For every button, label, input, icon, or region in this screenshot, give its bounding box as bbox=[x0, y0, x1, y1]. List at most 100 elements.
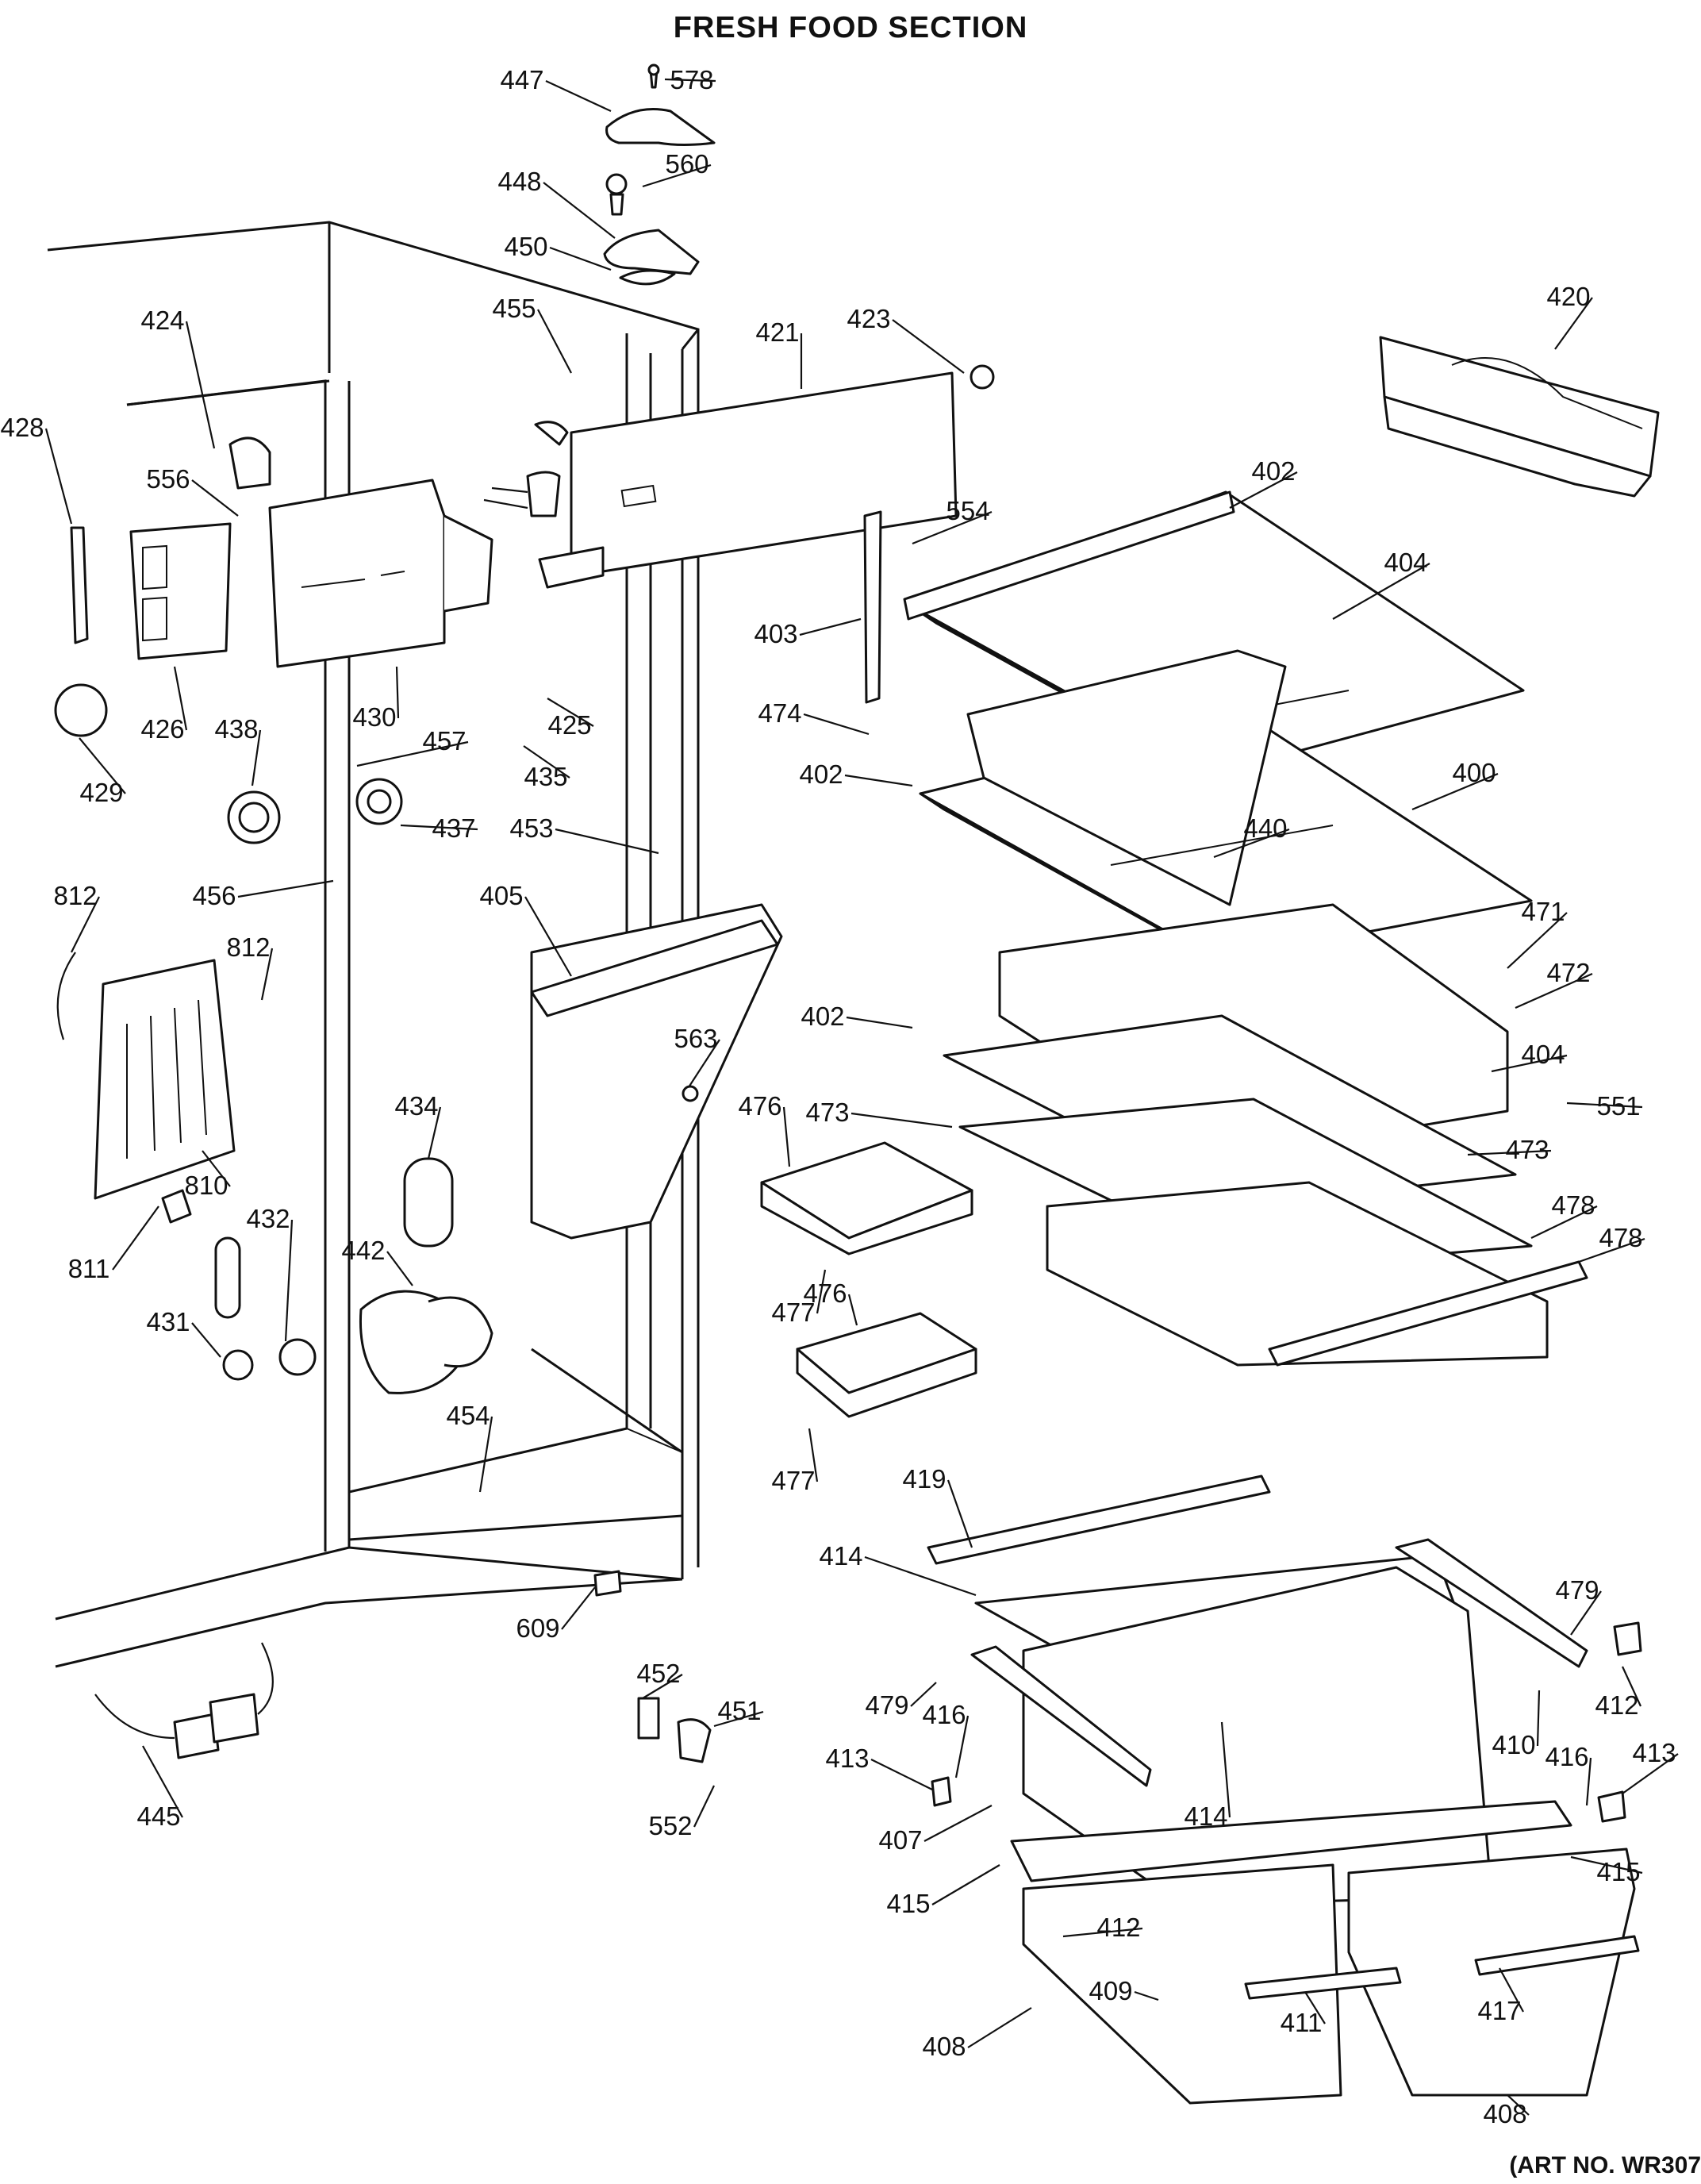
callout-label: 430 bbox=[352, 702, 396, 732]
callout-label: 450 bbox=[504, 232, 547, 261]
leader-line bbox=[71, 896, 100, 953]
leader-line bbox=[946, 1479, 973, 1548]
callout-label: 560 bbox=[665, 149, 708, 179]
callout-label: 413 bbox=[1632, 1738, 1676, 1767]
callout-label: 438 bbox=[214, 714, 258, 744]
callout-label: 473 bbox=[805, 1098, 849, 1127]
callout-457: 457 bbox=[356, 726, 469, 767]
callout-label: 425 bbox=[547, 710, 591, 740]
leader-line bbox=[1507, 2094, 1530, 2116]
callout-442: 442 bbox=[341, 1236, 413, 1286]
callout-421: 421 bbox=[755, 317, 803, 389]
callout-810: 810 bbox=[184, 1150, 231, 1200]
callout-479: 479 bbox=[865, 1682, 937, 1720]
callout-label: 419 bbox=[902, 1464, 946, 1494]
callout-label: 415 bbox=[1596, 1857, 1640, 1886]
callout-413: 413 bbox=[1622, 1738, 1679, 1794]
leader-line bbox=[537, 309, 572, 374]
art-number: (ART NO. WR307 bbox=[1509, 2152, 1701, 2178]
callout-414: 414 bbox=[1184, 1721, 1231, 1831]
leader-line bbox=[923, 1805, 993, 1842]
leader-line bbox=[1554, 297, 1593, 350]
leader-line bbox=[191, 1322, 221, 1358]
callout-420: 420 bbox=[1546, 282, 1593, 350]
leader-line bbox=[400, 824, 478, 831]
callout-label: 812 bbox=[53, 881, 97, 910]
leader-line bbox=[870, 1759, 933, 1790]
callout-415: 415 bbox=[886, 1864, 1000, 1918]
callout-label: 563 bbox=[674, 1024, 717, 1053]
vegetable-drawers bbox=[927, 1475, 1640, 2105]
callout-label: 431 bbox=[146, 1307, 190, 1336]
callout-label: 479 bbox=[865, 1690, 908, 1720]
fan-and-lamp bbox=[483, 421, 569, 517]
leader-line bbox=[846, 1016, 913, 1029]
meat-keeper-pan bbox=[1379, 336, 1660, 498]
callout-label: 402 bbox=[801, 1002, 844, 1031]
leader-line bbox=[543, 182, 616, 239]
callout-label: 478 bbox=[1551, 1190, 1595, 1220]
callout-label: 437 bbox=[432, 813, 475, 843]
leader-line bbox=[816, 1269, 827, 1314]
leader-line bbox=[642, 163, 712, 188]
callout-455: 455 bbox=[492, 294, 572, 374]
leader-line bbox=[847, 1294, 858, 1326]
callout-578: 578 bbox=[664, 65, 716, 94]
leader-line bbox=[1213, 828, 1290, 859]
leader-line bbox=[523, 745, 570, 779]
leader-line bbox=[1566, 1102, 1643, 1109]
callout-label: 421 bbox=[755, 317, 799, 347]
callout-label: 456 bbox=[192, 881, 236, 910]
callout-label: 473 bbox=[1505, 1135, 1549, 1164]
leader-line bbox=[850, 1112, 953, 1129]
callout-label: 810 bbox=[184, 1171, 228, 1200]
dairy-bins bbox=[760, 1141, 977, 1418]
callout-label: 416 bbox=[1545, 1742, 1588, 1771]
callout-label: 405 bbox=[479, 881, 523, 910]
misc-small-parts bbox=[94, 1570, 1642, 1823]
leader-line bbox=[892, 319, 965, 374]
leader-line bbox=[44, 428, 73, 525]
shelf-middle bbox=[919, 649, 1533, 974]
callout-label: 400 bbox=[1452, 758, 1496, 787]
callout-label: 407 bbox=[878, 1825, 922, 1855]
callout-456: 456 bbox=[192, 879, 334, 910]
callout-label: 408 bbox=[1483, 2099, 1526, 2128]
crisper-shelf bbox=[943, 903, 1588, 1367]
leader-line bbox=[664, 78, 716, 83]
leader-line bbox=[1570, 1855, 1643, 1874]
callout-423: 423 bbox=[847, 304, 965, 374]
callout-413: 413 bbox=[825, 1744, 933, 1790]
callout-556: 556 bbox=[146, 464, 239, 517]
callout-label: 447 bbox=[500, 65, 543, 94]
callout-411: 411 bbox=[1281, 1991, 1326, 2037]
callout-label: 457 bbox=[422, 726, 466, 756]
callout-419: 419 bbox=[902, 1464, 973, 1548]
callout-label: 551 bbox=[1596, 1091, 1640, 1121]
callout-label: 411 bbox=[1281, 2008, 1323, 2037]
leader-line bbox=[1304, 1991, 1326, 2024]
callout-label: 478 bbox=[1599, 1223, 1642, 1252]
leader-line bbox=[1411, 772, 1499, 811]
callout-552: 552 bbox=[648, 1785, 715, 1840]
evaporator-cover-panel bbox=[56, 952, 236, 1224]
leader-line bbox=[1467, 1149, 1552, 1156]
callout-label: 402 bbox=[799, 759, 843, 789]
leader-line bbox=[386, 1251, 413, 1286]
callout-407: 407 bbox=[878, 1805, 993, 1855]
callout-408: 408 bbox=[922, 2007, 1032, 2061]
leader-line bbox=[251, 729, 262, 786]
top-hinge bbox=[603, 173, 700, 286]
callout-label: 445 bbox=[136, 1801, 180, 1831]
callout-415: 415 bbox=[1570, 1855, 1643, 1886]
leader-line bbox=[782, 1106, 791, 1167]
callout-560: 560 bbox=[642, 149, 712, 188]
callout-471: 471 bbox=[1507, 897, 1568, 969]
leader-line bbox=[1622, 1753, 1679, 1794]
leader-line bbox=[173, 666, 188, 731]
callout-label: 476 bbox=[803, 1278, 847, 1308]
callout-414: 414 bbox=[819, 1541, 977, 1597]
callout-label: 440 bbox=[1243, 813, 1287, 843]
leader-line bbox=[931, 1864, 1000, 1905]
callout-label: 451 bbox=[717, 1696, 761, 1725]
